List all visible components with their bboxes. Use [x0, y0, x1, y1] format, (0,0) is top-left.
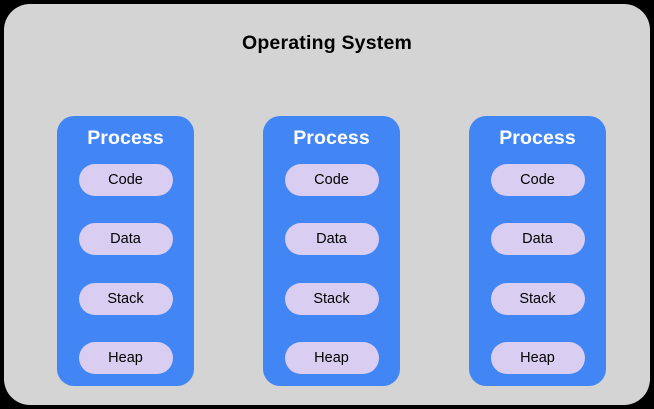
memory-segment-data[interactable]: Data — [284, 223, 379, 255]
memory-segment-stack[interactable]: Stack — [284, 282, 379, 315]
memory-segment-data[interactable]: Data — [78, 223, 173, 255]
memory-segment-label: Data — [522, 231, 553, 247]
memory-segment-code[interactable]: Code — [284, 163, 379, 196]
memory-segment-label: Code — [520, 171, 555, 188]
memory-segment-label: Data — [110, 231, 141, 247]
memory-segment-label: Heap — [314, 350, 349, 366]
memory-segment-label: Code — [108, 171, 143, 188]
memory-segment-label: Stack — [313, 290, 350, 307]
process-box[interactable]: Process Code Data Stack Heap — [57, 116, 194, 386]
memory-segment-data[interactable]: Data — [490, 223, 585, 255]
memory-segment-label: Heap — [520, 350, 555, 366]
memory-segment-heap[interactable]: Heap — [78, 342, 173, 374]
memory-segment-code[interactable]: Code — [490, 163, 585, 196]
memory-segment-label: Heap — [108, 350, 143, 366]
process-title: Process — [293, 127, 370, 149]
operating-system-panel: Operating System Process Code Data Stack — [4, 4, 650, 405]
process-box[interactable]: Process Code Data Stack Heap — [263, 116, 400, 386]
page-title: Operating System — [241, 32, 413, 54]
process-list: Process Code Data Stack Heap — [57, 116, 606, 386]
memory-segment-label: Stack — [107, 290, 144, 307]
process-box[interactable]: Process Code Data Stack Heap — [469, 116, 606, 386]
memory-segment-stack[interactable]: Stack — [490, 282, 585, 315]
process-title: Process — [499, 127, 576, 149]
memory-segment-list: Code Data Stack Heap — [263, 163, 400, 374]
memory-segment-list: Code Data Stack Heap — [469, 163, 606, 374]
memory-segment-stack[interactable]: Stack — [78, 282, 173, 315]
memory-segment-label: Stack — [519, 290, 556, 307]
memory-segment-label: Data — [316, 231, 347, 247]
memory-segment-heap[interactable]: Heap — [284, 342, 379, 374]
process-title: Process — [87, 127, 164, 149]
memory-segment-label: Code — [314, 171, 349, 188]
memory-segment-code[interactable]: Code — [78, 163, 173, 196]
memory-segment-heap[interactable]: Heap — [490, 342, 585, 374]
memory-segment-list: Code Data Stack Heap — [57, 163, 194, 374]
